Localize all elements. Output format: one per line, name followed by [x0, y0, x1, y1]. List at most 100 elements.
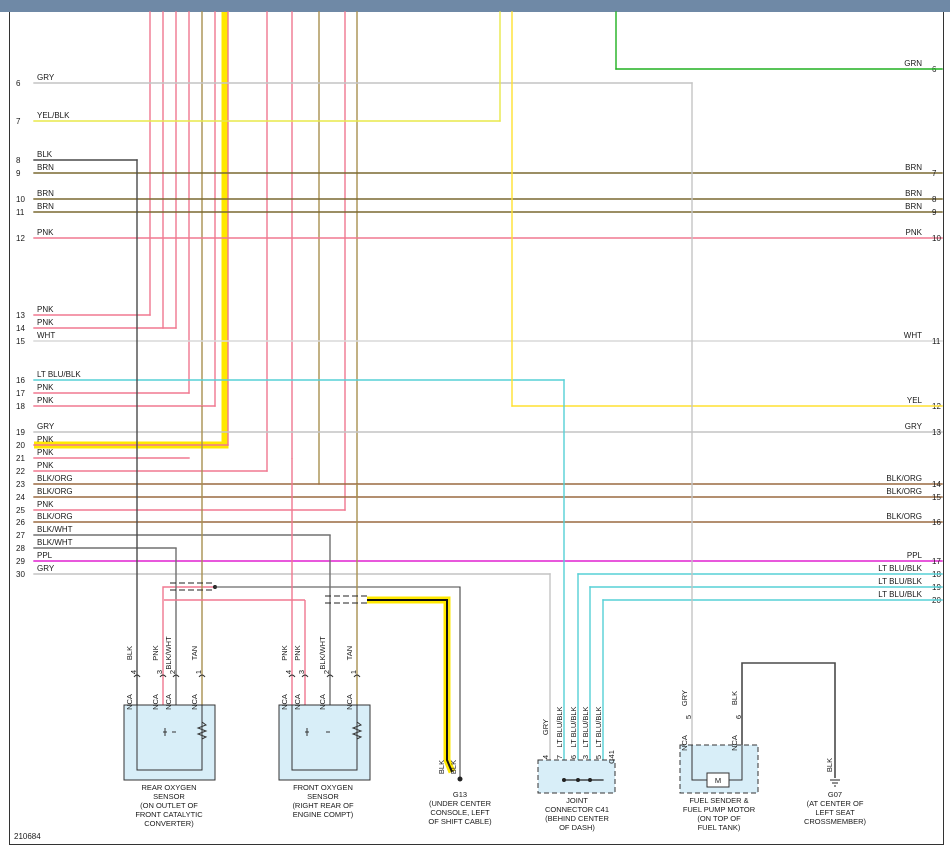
- left-pin-23: 23: [16, 480, 25, 489]
- joint-body: [537, 759, 616, 794]
- left-wire-label-20: PNK: [37, 435, 54, 444]
- right-wire-label-16: BLK/ORG: [886, 512, 922, 521]
- rear_o2-pin-4: 4: [129, 670, 138, 674]
- fuel-blk: [741, 662, 836, 778]
- joint-conn-label: C41: [607, 750, 616, 764]
- joint-title-1: CONNECTOR C41: [545, 805, 609, 814]
- front_o2-nca-4: NCA: [280, 694, 289, 710]
- left-wire-label-19: GRY: [37, 422, 55, 431]
- rear_o2-wire-1: TAN: [190, 646, 199, 660]
- left-wire-label-6: GRY: [37, 73, 55, 82]
- fuel-wire-6: BLK: [730, 691, 739, 705]
- diagram-border: [9, 12, 944, 845]
- left-pin-10: 10: [16, 195, 25, 204]
- joint-pin-4: 4: [541, 755, 550, 759]
- joint-wire-3: LT BLU/BLK: [581, 707, 590, 748]
- left-wire-label-27: BLK/WHT: [37, 525, 73, 534]
- rear_o2-pin-mark-0: [133, 674, 141, 678]
- g13-title-3: OF SHIFT CABLE): [428, 817, 492, 826]
- fuel-title-3: FUEL TANK): [698, 823, 741, 832]
- left-wire-label-9: BRN: [37, 163, 54, 172]
- right-pin-13: 13: [932, 428, 941, 437]
- left-pin-26: 26: [16, 518, 25, 527]
- joint-wire-4: LT BLU/BLK: [594, 707, 603, 748]
- right-pin-10: 10: [932, 234, 941, 243]
- rear_o2-pin-mark-1: [159, 674, 167, 678]
- fuel-wire-5: GRY: [680, 690, 689, 706]
- left-pin-20: 20: [16, 441, 25, 450]
- left-pin-11: 11: [16, 208, 25, 217]
- joint-wire-2: LT BLU/BLK: [569, 707, 578, 748]
- g07-wire: BLK: [825, 758, 834, 772]
- front_o2-pin-3: 3: [297, 670, 306, 674]
- left-pin-28: 28: [16, 544, 25, 553]
- left-wire-label-11: BRN: [37, 202, 54, 211]
- left-pin-29: 29: [16, 557, 25, 566]
- left-wire-label-18: PNK: [37, 396, 54, 405]
- g07-ground-icon: [830, 779, 840, 787]
- rear_o2-wire-3: PNK: [151, 645, 160, 660]
- rear_o2-nca-3: NCA: [151, 694, 160, 710]
- right-pin-14: 14: [932, 480, 941, 489]
- front_o2-pin-1: 1: [349, 670, 358, 674]
- joint-pin-5: 5: [594, 755, 603, 759]
- right-wire-label-14: BLK/ORG: [886, 474, 922, 483]
- motor-label: M: [715, 776, 721, 785]
- left-pin-17: 17: [16, 389, 25, 398]
- front_o2-pin-2: 2: [322, 670, 331, 674]
- joint-wire-1: LT BLU/BLK: [555, 707, 564, 748]
- right-pin-9: 9: [932, 208, 937, 217]
- left-pin-12: 12: [16, 234, 25, 243]
- front_o2-title-3: ENGINE COMPT): [293, 810, 354, 819]
- rear_o2-title-3: FRONT CATALYTIC: [135, 810, 203, 819]
- front_o2-wire-1: TAN: [345, 646, 354, 660]
- right-wire-label-18: LT BLU/BLK: [878, 564, 922, 573]
- rear-o2-pnk: [162, 586, 215, 705]
- right-wire-label-8: BRN: [905, 189, 922, 198]
- right-wire-label-6: GRN: [904, 59, 922, 68]
- left-pin-15: 15: [16, 337, 25, 346]
- g13-wire-1: BLK: [449, 760, 458, 774]
- fuel-pin-5: 5: [684, 715, 693, 719]
- fuel-pin-6: 6: [734, 715, 743, 719]
- front_o2-title-1: SENSOR: [307, 792, 339, 801]
- rear-resistor-sym: [196, 721, 208, 740]
- fuel-title-1: FUEL PUMP MOTOR: [683, 805, 756, 814]
- left-pin-13: 13: [16, 311, 25, 320]
- fuel-title-0: FUEL SENDER &: [689, 796, 748, 805]
- fuel-nca-6: NCA: [730, 735, 739, 751]
- left-pin-21: 21: [16, 454, 25, 463]
- diagram-id: 210684: [14, 832, 41, 841]
- left-pin-25: 25: [16, 506, 25, 515]
- left-pin-7: 7: [16, 117, 21, 126]
- g13-title-2: CONSOLE, LEFT: [430, 808, 490, 817]
- front-heater-sym: [305, 728, 330, 736]
- front_o2-wire-2: BLK/WHT: [318, 636, 327, 670]
- joint-title-3: OF DASH): [559, 823, 595, 832]
- rear_o2-pin-1: 1: [194, 670, 203, 674]
- right-wire-label-20: LT BLU/BLK: [878, 590, 922, 599]
- top-bar: [0, 0, 950, 12]
- right-wire-label-13: GRY: [905, 422, 923, 431]
- left-wire-label-28: BLK/WHT: [37, 538, 73, 547]
- rear_o2-pin-mark-3: [198, 674, 206, 678]
- left-wire-label-25: PNK: [37, 500, 54, 509]
- fuel-internal: [691, 745, 743, 781]
- g13-drain: [367, 599, 453, 773]
- rear_o2-pin-2: 2: [168, 670, 177, 674]
- right-wire-label-19: LT BLU/BLK: [878, 577, 922, 586]
- left-wire-label-10: BRN: [37, 189, 54, 198]
- left-wire-label-15: WHT: [37, 331, 55, 340]
- left-pin-24: 24: [16, 493, 25, 502]
- left-pin-9: 9: [16, 169, 21, 178]
- rear_o2-title-1: SENSOR: [153, 792, 185, 801]
- g07-title-3: CROSSMEMBER): [804, 817, 867, 826]
- shield-rear: [170, 582, 215, 591]
- rear_o2-title-4: CONVERTER): [144, 819, 194, 828]
- joint-node-2: [588, 778, 592, 782]
- left-wire-label-8: BLK: [37, 150, 53, 159]
- right-wire-label-17: PPL: [907, 551, 923, 560]
- front_o2-pin-mark-0: [288, 674, 296, 678]
